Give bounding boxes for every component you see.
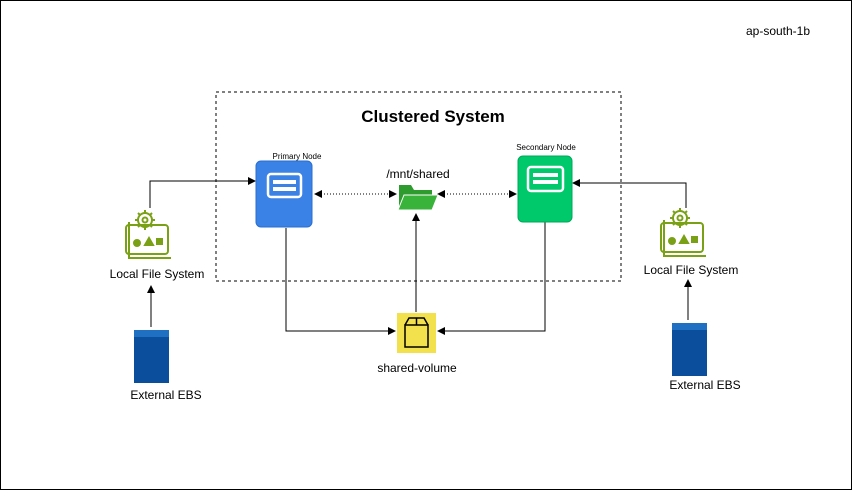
right-local-file-system[interactable]: Local File System bbox=[644, 208, 739, 277]
left-external-ebs[interactable]: External EBS bbox=[130, 330, 202, 402]
server-icon bbox=[266, 172, 303, 199]
volume-box-icon bbox=[404, 317, 429, 348]
right-ebs-label: External EBS bbox=[669, 378, 740, 392]
right-fs-label: Local File System bbox=[644, 263, 739, 277]
shared-volume-label: shared-volume bbox=[377, 361, 457, 375]
cluster-title: Clustered System bbox=[361, 107, 505, 126]
folder-icon bbox=[397, 185, 439, 211]
connector-secondary-to-volume bbox=[437, 221, 546, 335]
secondary-node[interactable]: Secondary Node bbox=[516, 143, 576, 223]
shared-volume[interactable]: shared-volume bbox=[377, 313, 457, 375]
left-ebs-label: External EBS bbox=[130, 388, 201, 402]
right-external-ebs[interactable]: External EBS bbox=[669, 323, 741, 392]
connector-right-fs-to-secondary bbox=[572, 179, 687, 208]
primary-node[interactable]: Primary Node bbox=[255, 152, 322, 228]
server-icon bbox=[526, 165, 565, 193]
left-local-file-system[interactable]: Local File System bbox=[110, 210, 205, 281]
region-label: ap-south-1b bbox=[746, 24, 810, 38]
file-system-gear-icon bbox=[125, 210, 171, 259]
shared-folder-label: /mnt/shared bbox=[386, 167, 449, 181]
primary-node-label: Primary Node bbox=[273, 152, 322, 161]
ebs-volume-icon bbox=[672, 323, 707, 376]
connector-left-fs-to-primary bbox=[149, 177, 256, 208]
connectors bbox=[147, 177, 692, 335]
connector-primary-to-volume bbox=[285, 228, 396, 335]
ebs-volume-icon bbox=[134, 330, 169, 383]
secondary-node-label: Secondary Node bbox=[516, 143, 576, 152]
cluster-boundary bbox=[215, 91, 622, 282]
file-system-gear-icon bbox=[660, 208, 706, 257]
shared-folder[interactable]: /mnt/shared bbox=[386, 167, 450, 211]
left-fs-label: Local File System bbox=[110, 267, 205, 281]
